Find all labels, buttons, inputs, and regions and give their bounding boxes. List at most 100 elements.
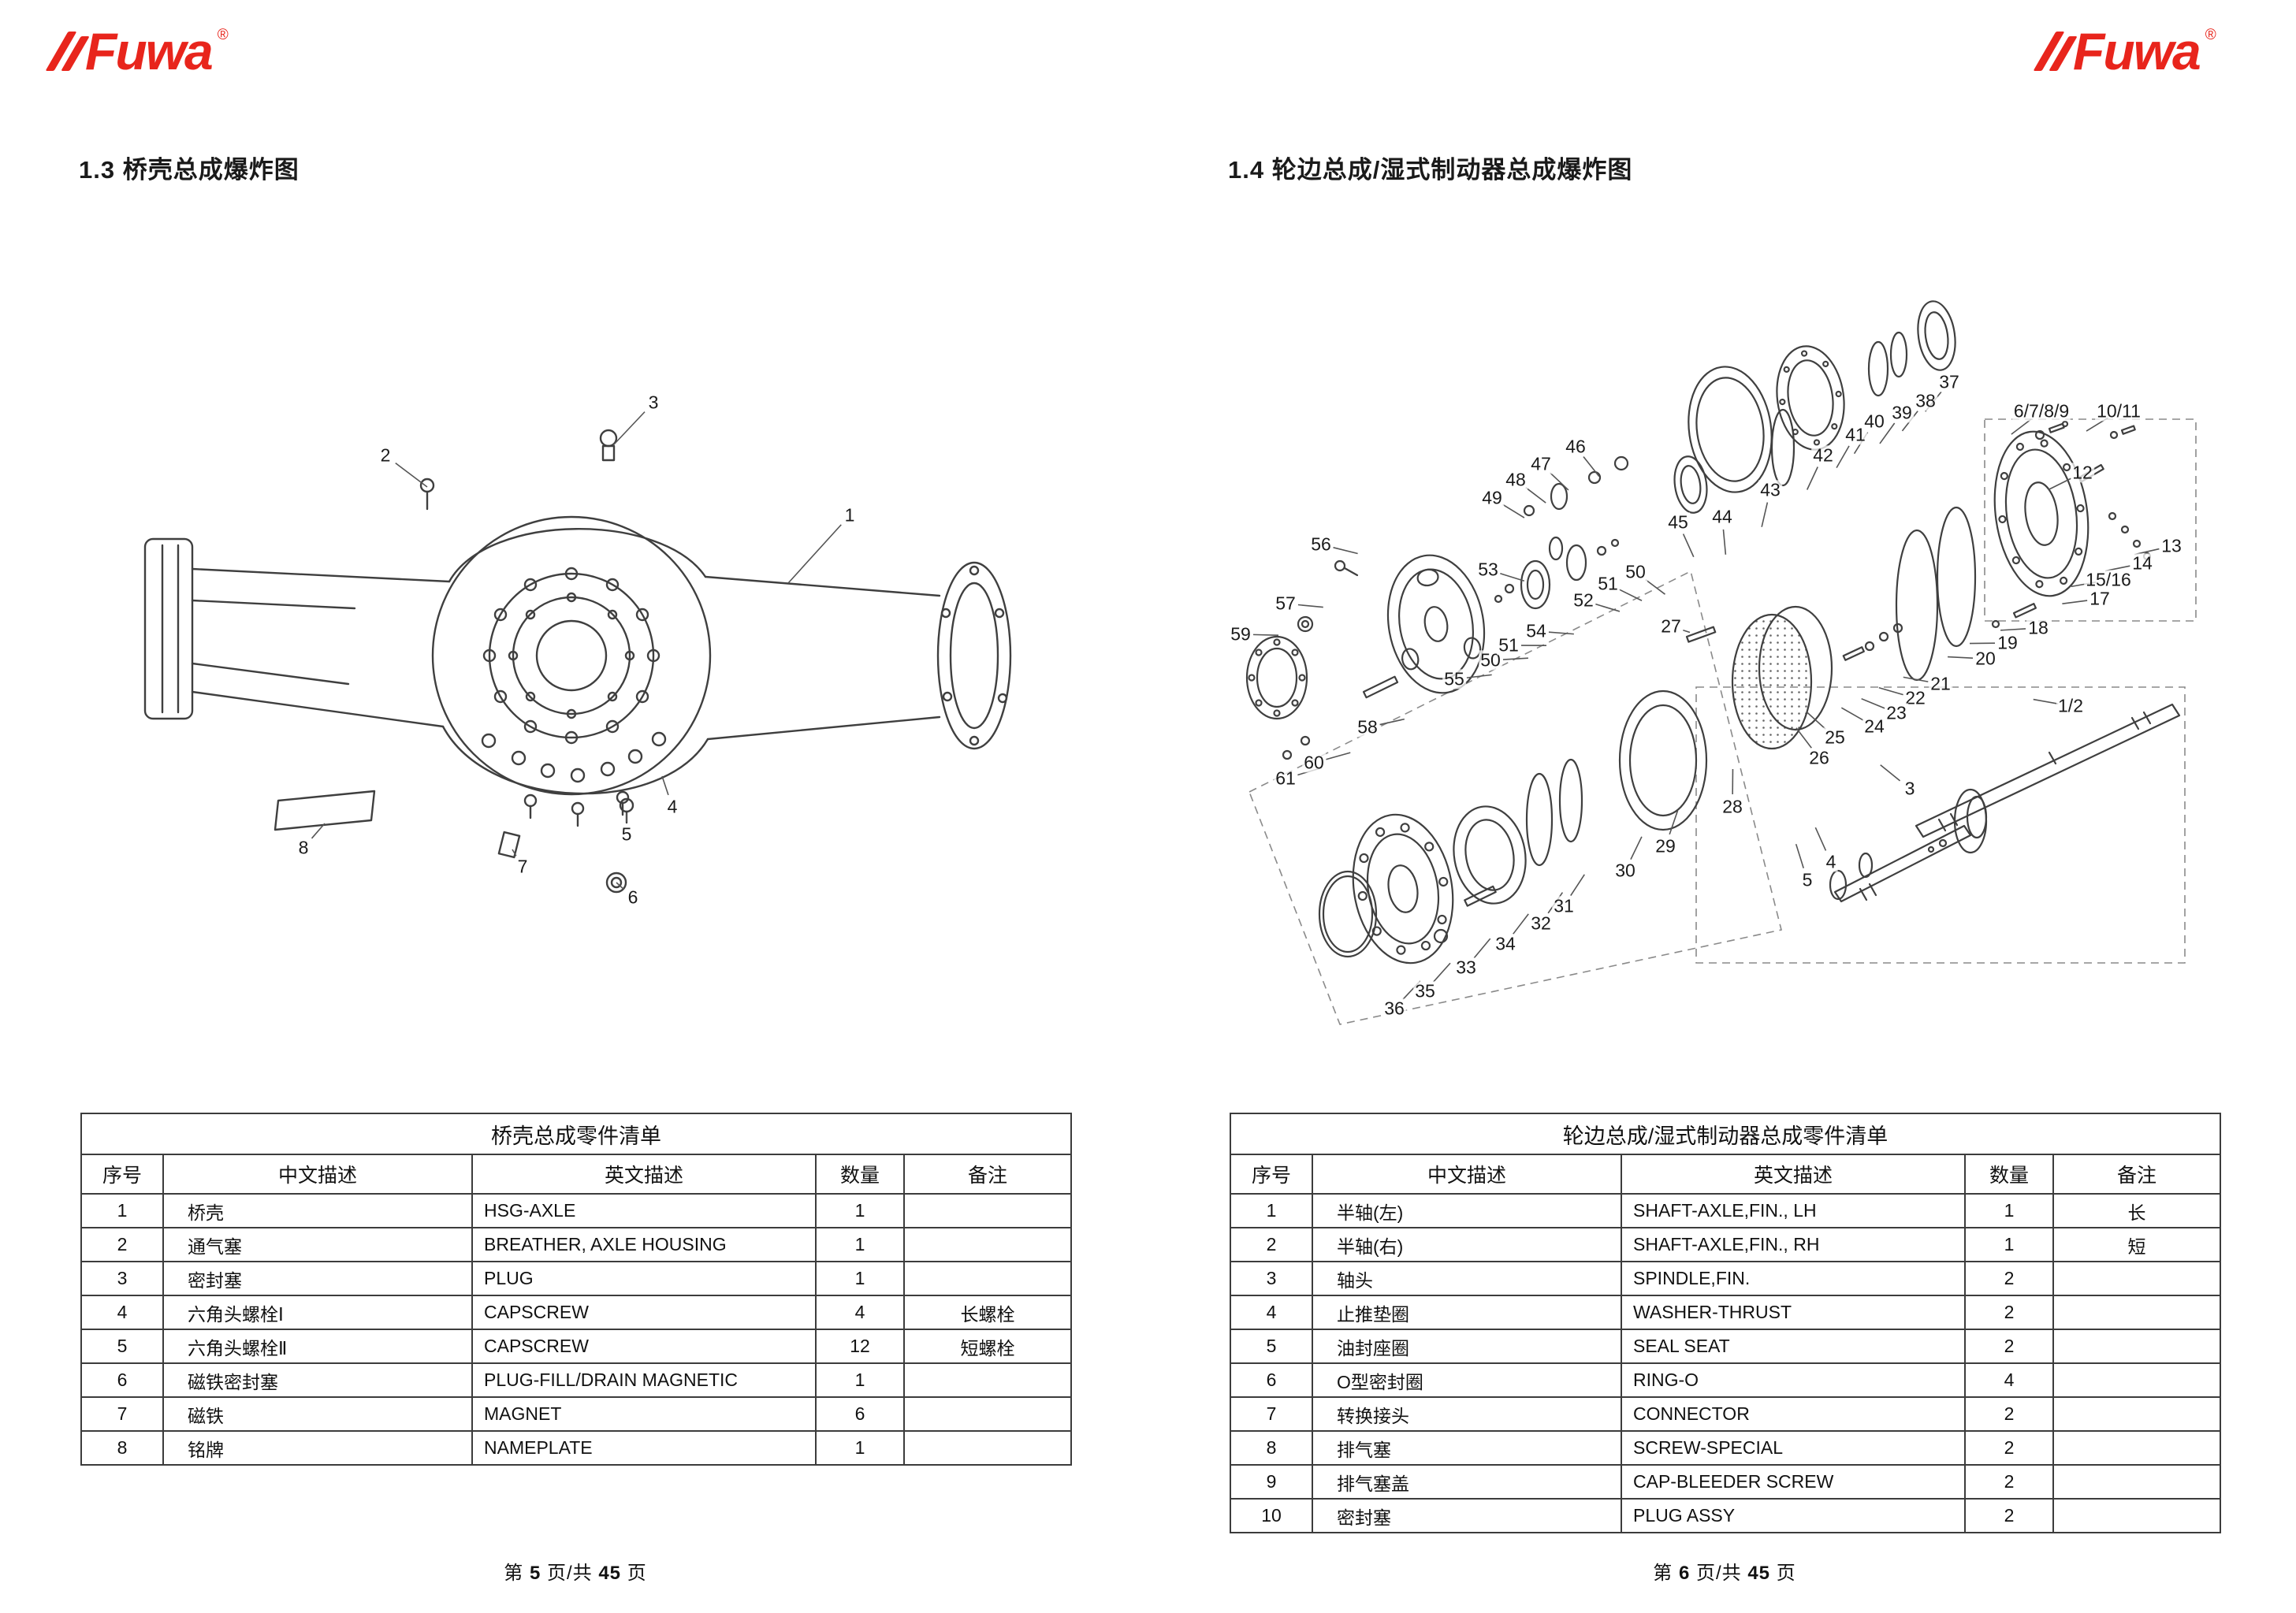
callout-label-12: 12 <box>2071 462 2094 483</box>
callout-label-33: 33 <box>1454 957 1478 978</box>
callout-label-31: 31 <box>1552 895 1576 916</box>
table-cell: 1 <box>1964 1227 2054 1262</box>
table-cell: 1 <box>815 1261 905 1296</box>
callout-leader-lines <box>311 411 842 890</box>
table-header-row: 序号中文描述英文描述数量备注 <box>80 1154 1073 1195</box>
table-cell <box>2052 1396 2222 1432</box>
callout-label-5: 5 <box>620 823 634 845</box>
callout-label-5: 5 <box>1800 869 1814 890</box>
table-cell: 2 <box>1964 1498 2054 1533</box>
table-cell <box>902 1227 1073 1262</box>
callout-label-36: 36 <box>1382 998 1406 1019</box>
callout-label-35: 35 <box>1413 980 1437 1002</box>
callout-label-19: 19 <box>1996 632 2019 653</box>
table-cell: 1 <box>815 1227 905 1262</box>
callout-label-20: 20 <box>1974 648 1997 669</box>
callout-label-50: 50 <box>1624 561 1647 582</box>
registered-mark: ® <box>217 27 229 43</box>
table-cell: 2 <box>1964 1430 2054 1466</box>
table-cell: 2 <box>1964 1295 2054 1330</box>
table-cell <box>2052 1362 2222 1398</box>
brand-name: Fuwa <box>85 22 214 80</box>
callout-label-45: 45 <box>1666 511 1690 533</box>
table-cell: 六角头螺栓Ⅰ <box>162 1295 473 1330</box>
table-cell: 12 <box>815 1329 905 1364</box>
table-cell: 2 <box>1964 1261 2054 1296</box>
axle-housing-drawing <box>143 429 1012 894</box>
table-cell: RING-O <box>1621 1362 1966 1398</box>
callout-label-18: 18 <box>2026 617 2050 638</box>
column-header: 序号 <box>80 1154 164 1195</box>
table-cell: 2 <box>1964 1396 2054 1432</box>
table-cell: CONNECTOR <box>1621 1396 1966 1432</box>
footer-page-number: 6 <box>1678 1563 1691 1584</box>
table-cell: 1 <box>815 1193 905 1228</box>
table-cell: NAMEPLATE <box>471 1430 817 1466</box>
table-cell: CAPSCREW <box>471 1329 817 1364</box>
table-cell: MAGNET <box>471 1396 817 1432</box>
table-cell: 长螺栓 <box>902 1295 1073 1330</box>
table-cell: 铭牌 <box>162 1430 473 1466</box>
callout-label-8: 8 <box>296 837 311 858</box>
table-title: 桥壳总成零件清单 <box>80 1113 1073 1155</box>
footer-total-pages: 45 <box>1747 1563 1771 1584</box>
table-cell <box>2052 1295 2222 1330</box>
brand-name: Fuwa <box>2073 22 2201 80</box>
table-cell: 磁铁 <box>162 1396 473 1432</box>
callout-label-60: 60 <box>1302 752 1326 773</box>
table-cell: 2 <box>1964 1329 2054 1364</box>
column-header: 英文描述 <box>471 1154 817 1195</box>
table-cell <box>902 1396 1073 1432</box>
table-cell: 9 <box>1230 1464 1313 1500</box>
table-cell: SEAL SEAT <box>1621 1329 1966 1364</box>
table-cell: O型密封圈 <box>1312 1362 1622 1398</box>
callout-label-13: 13 <box>2160 535 2183 556</box>
table-cell: 2 <box>1964 1464 2054 1500</box>
table-cell <box>902 1430 1073 1466</box>
callout-label-51: 51 <box>1596 573 1620 594</box>
section-title-axle-housing: 1.3 桥壳总成爆炸图 <box>79 156 300 184</box>
registered-mark: ® <box>2205 27 2216 43</box>
callout-label-28: 28 <box>1721 796 1744 817</box>
table-cell: 止推垫圈 <box>1312 1295 1622 1330</box>
callout-label-43: 43 <box>1758 479 1782 500</box>
callout-label-27: 27 <box>1659 615 1683 637</box>
table-cell: 通气塞 <box>162 1227 473 1262</box>
callout-label-49: 49 <box>1480 487 1504 508</box>
table-cell: 排气塞 <box>1312 1430 1622 1466</box>
table-cell: 5 <box>1230 1329 1313 1364</box>
table-cell: 密封塞 <box>1312 1498 1622 1533</box>
callout-label-53: 53 <box>1476 559 1500 580</box>
table-cell: SPINDLE,FIN. <box>1621 1261 1966 1296</box>
table-cell: 短螺栓 <box>902 1329 1073 1364</box>
callout-label-6: 6 <box>626 886 640 908</box>
callout-label-34: 34 <box>1494 933 1517 954</box>
table-cell: 长 <box>2052 1193 2222 1228</box>
callout-label-14: 14 <box>2130 552 2154 574</box>
table-cell: 3 <box>1230 1261 1313 1296</box>
table-cell: PLUG ASSY <box>1621 1498 1966 1533</box>
table-cell <box>902 1261 1073 1296</box>
callout-label-7: 7 <box>515 856 530 877</box>
table-cell: 转换接头 <box>1312 1396 1622 1432</box>
table-cell: 7 <box>1230 1396 1313 1432</box>
table-cell: SHAFT-AXLE,FIN., RH <box>1621 1227 1966 1262</box>
page-number-right: 第 6 页/共 45 页 <box>1230 1557 2220 1585</box>
table-cell: 10 <box>1230 1498 1313 1533</box>
table-cell: 6 <box>1230 1362 1313 1398</box>
column-header: 英文描述 <box>1621 1154 1966 1195</box>
table-cell: 排气塞盖 <box>1312 1464 1622 1500</box>
callout-label-38: 38 <box>1914 390 1937 411</box>
